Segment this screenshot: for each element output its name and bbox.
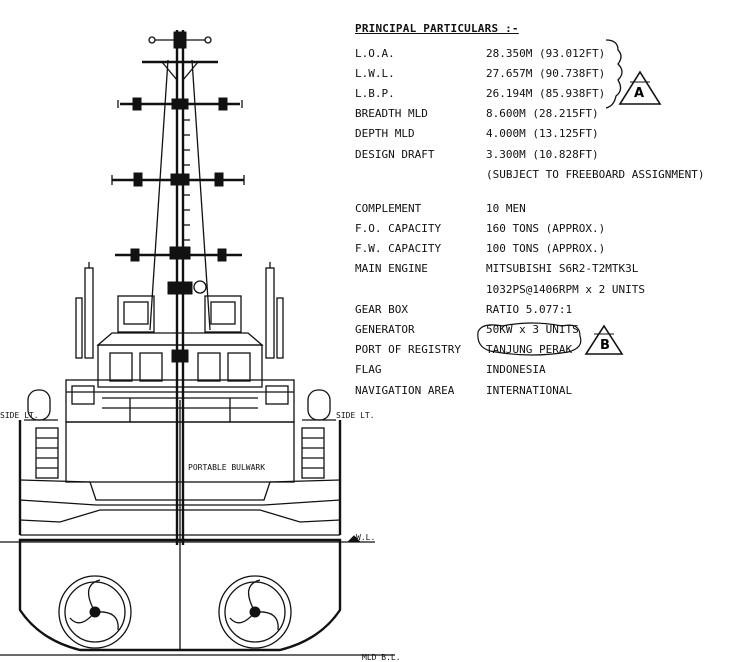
side-light-left-label: SIDE LT. xyxy=(0,411,39,420)
particulars-row: 1032PS@1406RPM x 2 UNITS xyxy=(486,282,645,296)
side-light-right-label: SIDE LT. xyxy=(336,411,375,420)
reference-lines xyxy=(0,535,395,656)
particulars-row: L.B.P.26.194M (85.938FT) xyxy=(355,86,606,100)
revision-cloud-a xyxy=(605,39,662,109)
mast-ladder xyxy=(183,119,190,241)
particulars-title: PRINCIPAL PARTICULARS :- xyxy=(355,22,519,35)
particulars-row: (SUBJECT TO FREEBOARD ASSIGNMENT) xyxy=(486,167,705,181)
particulars-row: L.O.A.28.350M (93.012FT) xyxy=(355,46,606,60)
side-lights xyxy=(24,389,336,479)
wheelhouse xyxy=(75,262,284,388)
hull: PORTABLE BULWARK xyxy=(18,400,342,652)
hull-note: PORTABLE BULWARK xyxy=(188,463,265,472)
particulars-row: L.W.L.27.657M (90.738FT) xyxy=(355,66,606,80)
revision-triangle-b xyxy=(584,324,624,355)
principal-particulars: PRINCIPAL PARTICULARS :- L.O.A.28.350M (… xyxy=(355,22,725,400)
revision-cloud-b xyxy=(477,322,624,356)
waterline-label: W.L. xyxy=(356,533,375,542)
mast xyxy=(111,30,245,545)
baseline-label: MLD B.L. xyxy=(362,653,401,662)
particulars-dimensions: L.O.A.28.350M (93.012FT) L.W.L.27.657M (… xyxy=(355,43,725,184)
revision-triangle-a xyxy=(618,70,662,105)
propellers xyxy=(58,575,292,649)
